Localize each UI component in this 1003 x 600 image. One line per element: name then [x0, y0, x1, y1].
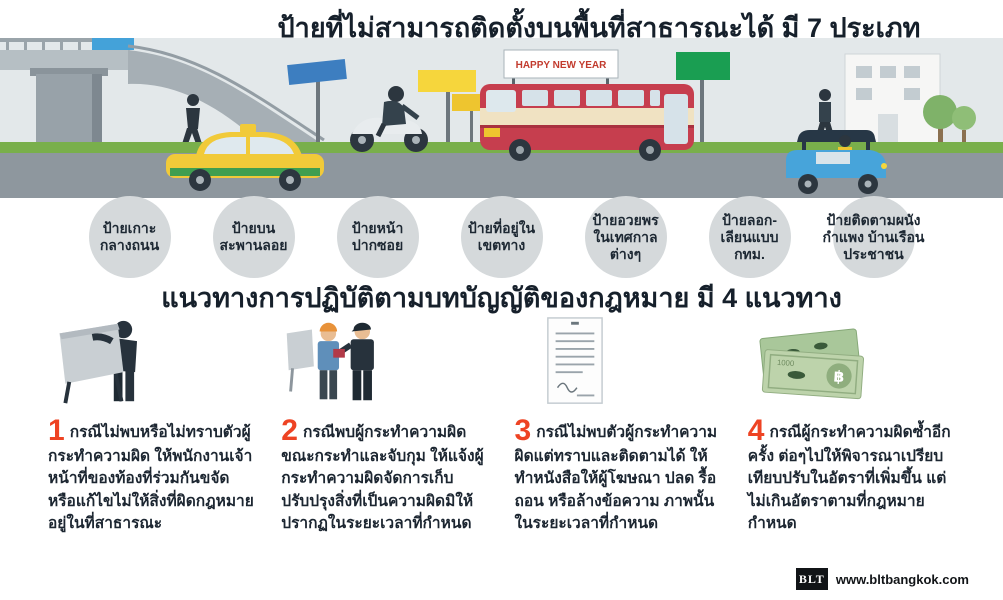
- sign-type-circle-3: ป้ายหน้า ปากซอย: [336, 196, 419, 278]
- street-scene-illustration: HAPPY NEW YEAR: [0, 38, 1003, 198]
- street-scene: HAPPY NEW YEAR: [0, 38, 1003, 198]
- note-value: 1000: [776, 358, 794, 368]
- sign-type-label-1: ป้ายเกาะ กลางถนน: [99, 220, 160, 253]
- sign-type-label-6: ป้ายลอก- เลียนแบบ กทม.: [720, 211, 779, 262]
- taxi: [166, 124, 324, 191]
- pedestrian-overpass: [0, 38, 325, 154]
- guideline-3-number: 3: [514, 414, 532, 447]
- blue-sign-on-bridge: [92, 38, 134, 50]
- sign-type-circle-7: ป้ายติดตามผนัง กำแพง บ้านเรือน ประชาชน: [823, 196, 924, 278]
- website-url: www.bltbangkok.com: [835, 571, 969, 587]
- blt-logo: BLT: [795, 568, 828, 590]
- guideline-2-number: 2: [281, 414, 298, 447]
- sign-type-label-3: ป้ายหน้า ปากซอย: [351, 220, 404, 253]
- guideline-4-number: 4: [747, 414, 765, 447]
- guideline-1-body: กรณีไม่พบหรือไม่ทราบตัวผู้กระทำความผิด ใ…: [48, 424, 254, 533]
- sign-type-label-5: ป้ายอวยพร ในเทศกาล ต่างๆ: [592, 211, 659, 262]
- fine-banknotes-icon: ฿ 1000: [748, 316, 955, 408]
- guideline-3-body: กรณีไม่พบตัวผู้กระทำความผิดแต่ทราบและติด…: [514, 424, 718, 533]
- sign-type-label-7: ป้ายติดตามผนัง กำแพง บ้านเรือน ประชาชน: [822, 211, 925, 262]
- sign-types-row: ป้ายเกาะ กลางถนน ป้ายบน สะพานลอย ป้ายหน้…: [0, 196, 1003, 278]
- tuk-tuk: [786, 130, 887, 194]
- city-bus: [480, 84, 694, 161]
- sign-type-circle-6: ป้ายลอก- เลียนแบบ กทม.: [708, 196, 791, 278]
- sign-type-label-2: ป้ายบน สะพานลอย: [219, 220, 288, 253]
- guideline-4-body: กรณีผู้กระทำความผิดซ้ำอีกครั้ง ต่อๆไปให้…: [747, 424, 951, 533]
- sign-type-circle-1: ป้ายเกาะ กลางถนน: [88, 196, 171, 278]
- guideline-2-body: กรณีพบผู้กระทำความผิดขณะกระทำและจับกุม ใ…: [281, 424, 484, 533]
- section-title-guidelines: แนวทางการปฏิบัติตามบทบัญญัติของกฎหมาย มี…: [161, 283, 842, 313]
- pedestrian-figure-left: [182, 94, 202, 144]
- sign-type-circle-5: ป้ายอวยพร ในเทศกาล ต่างๆ: [584, 196, 667, 278]
- trees: [923, 95, 976, 146]
- guideline-1-number: 1: [48, 414, 65, 447]
- blue-street-sign: [287, 59, 347, 146]
- green-street-sign: [676, 52, 730, 148]
- sign-type-label-4: ป้ายที่อยู่ใน เขตทาง: [467, 220, 536, 253]
- worker-removing-signboard-icon: [48, 316, 255, 408]
- official-notice-letter-icon: [515, 316, 722, 408]
- sign-type-circle-4: ป้ายที่อยู่ใน เขตทาง: [460, 196, 543, 278]
- footer: BLT www.bltbangkok.com: [795, 568, 969, 590]
- baht-symbol: ฿: [833, 368, 845, 386]
- motorcycle-rider: [350, 86, 428, 152]
- officer-arresting-offender-icon: [281, 316, 488, 408]
- banner-text: HAPPY NEW YEAR: [516, 60, 608, 71]
- sign-type-circle-2: ป้ายบน สะพานลอย: [212, 196, 295, 278]
